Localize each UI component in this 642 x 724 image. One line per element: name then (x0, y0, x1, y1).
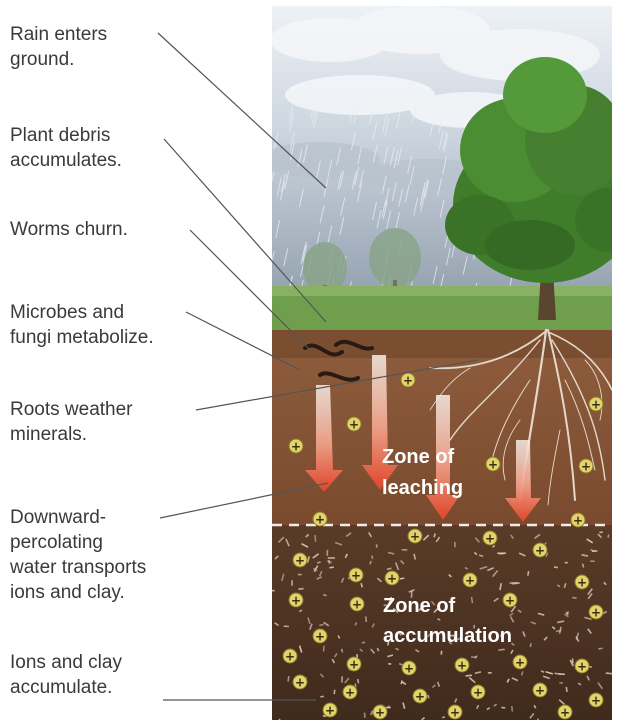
clay-speck (488, 672, 492, 674)
ion-icon: + (589, 693, 603, 708)
ion-icon: + (293, 553, 307, 568)
ion-icon: + (350, 597, 364, 612)
ion-icon: + (503, 593, 517, 608)
ion-symbol: + (450, 706, 460, 720)
ion-symbol: + (349, 658, 359, 672)
ion-icon: + (579, 459, 593, 474)
clay-speck (454, 542, 456, 547)
ion-symbol: + (591, 398, 601, 412)
ion-symbol: + (473, 686, 483, 700)
ion-icon: + (571, 513, 585, 528)
ion-symbol: + (415, 690, 425, 704)
ion-symbol: + (295, 676, 305, 690)
ion-icon: + (413, 689, 427, 704)
ion-icon: + (289, 593, 303, 608)
ion-symbol: + (465, 574, 475, 588)
clay-speck (298, 574, 302, 576)
ion-icon: + (283, 649, 297, 664)
ion-symbol: + (291, 594, 301, 608)
clay-speck (279, 719, 281, 722)
clay-speck (497, 552, 505, 554)
ion-symbol: + (488, 458, 498, 472)
ion-symbol: + (591, 606, 601, 620)
ion-icon: + (323, 703, 337, 718)
clay-speck (328, 557, 335, 559)
ion-symbol: + (535, 544, 545, 558)
ion-icon: + (533, 683, 547, 698)
clay-speck (376, 544, 378, 547)
ion-symbol: + (577, 576, 587, 590)
clay-speck (341, 676, 343, 682)
ion-icon: + (558, 705, 572, 720)
ion-symbol: + (577, 660, 587, 674)
ion-icon: + (347, 417, 361, 432)
ion-symbol: + (352, 598, 362, 612)
ion-icon: + (313, 629, 327, 644)
zone-leaching-label-2: leaching (382, 477, 463, 499)
ion-symbol: + (410, 530, 420, 544)
ion-symbol: + (515, 656, 525, 670)
ion-icon: + (483, 531, 497, 546)
ion-icon: + (533, 543, 547, 558)
ion-icon: + (486, 457, 500, 472)
ion-symbol: + (375, 706, 385, 720)
clay-speck (565, 562, 568, 564)
ion-icon: + (289, 439, 303, 454)
zone-accumulation-label-2: accumulation (383, 625, 512, 647)
ion-symbol: + (387, 572, 397, 586)
ion-icon: + (471, 685, 485, 700)
ion-icon: + (347, 657, 361, 672)
ion-symbol: + (291, 440, 301, 454)
clay-speck (590, 560, 595, 562)
ion-symbol: + (404, 662, 414, 676)
clay-speck (559, 682, 563, 684)
ion-symbol: + (560, 706, 570, 720)
ion-symbol: + (457, 659, 467, 673)
ion-symbol: + (315, 513, 325, 527)
clay-speck (501, 707, 505, 709)
ion-icon: + (575, 659, 589, 674)
ion-symbol: + (285, 650, 295, 664)
ion-symbol: + (505, 594, 515, 608)
clay-speck (599, 531, 603, 533)
ion-symbol: + (591, 694, 601, 708)
ion-symbol: + (315, 630, 325, 644)
ion-icon: + (408, 529, 422, 544)
ion-symbol: + (581, 460, 591, 474)
ion-icon: + (349, 568, 363, 583)
ion-icon: + (455, 658, 469, 673)
ion-symbol: + (345, 686, 355, 700)
clay-speck (284, 625, 289, 627)
ion-symbol: + (535, 684, 545, 698)
zone-leaching-label-1: Zone of (382, 446, 455, 468)
ion-icon: + (513, 655, 527, 670)
ion-icon: + (343, 685, 357, 700)
ion-icon: + (589, 605, 603, 620)
clay-speck (326, 550, 328, 556)
ion-icon: + (402, 661, 416, 676)
ion-icon: + (385, 571, 399, 586)
ion-icon: + (313, 512, 327, 527)
ion-icon: + (463, 573, 477, 588)
ion-symbol: + (351, 569, 361, 583)
ion-icon: + (293, 675, 307, 690)
ion-icon: + (575, 575, 589, 590)
clay-speck (402, 549, 408, 551)
ion-symbol: + (349, 418, 359, 432)
ion-symbol: + (573, 514, 583, 528)
ion-symbol: + (325, 704, 335, 718)
ion-icon: + (448, 705, 462, 720)
ion-icon: + (589, 397, 603, 412)
ion-symbol: + (403, 374, 413, 388)
zone-accumulation-label-1: Zone of (383, 595, 456, 617)
clay-speck (270, 590, 275, 592)
ion-symbol: + (295, 554, 305, 568)
ion-icon: + (401, 373, 415, 388)
clay-speck (592, 550, 597, 552)
ion-symbol: + (485, 532, 495, 546)
ion-icon: + (373, 705, 387, 720)
